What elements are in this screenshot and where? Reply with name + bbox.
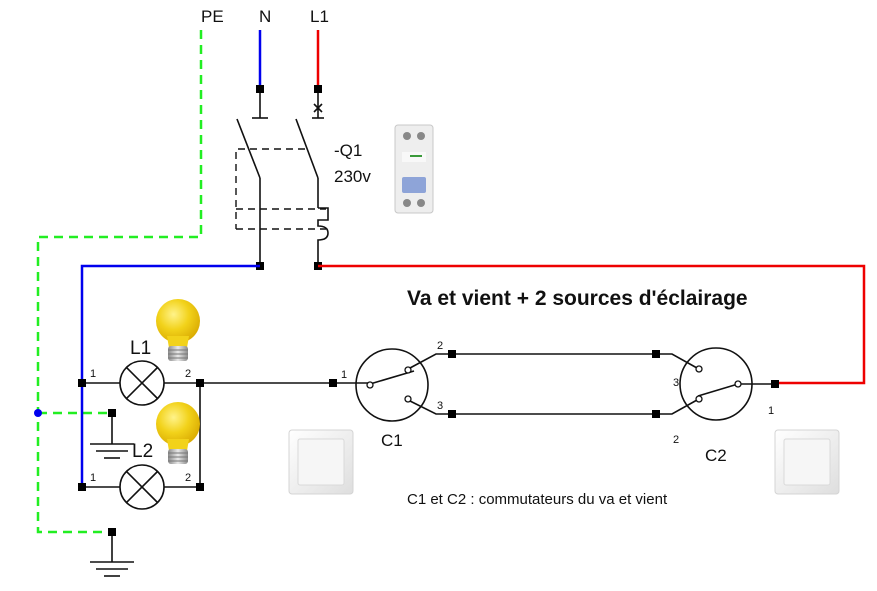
neutral-distribution (80, 264, 260, 487)
c2-terminal-2: 2 (673, 434, 679, 446)
pe-label: PE (201, 7, 224, 26)
c2-terminal-1: 1 (768, 405, 774, 417)
lamp-l1-symbol (78, 360, 204, 406)
switch-plate-c2 (774, 429, 840, 495)
switch-plate-c1 (288, 429, 354, 495)
lamp-l2-terminal-1: 1 (90, 472, 96, 484)
lamp-l1-terminal-1: 1 (90, 368, 96, 380)
earth-conductor (36, 30, 203, 534)
earth-symbol-main (90, 528, 134, 577)
switch-c2-symbol (652, 347, 779, 421)
c1-terminal-3: 3 (437, 400, 443, 412)
lamp-l1-terminal-2: 2 (185, 368, 191, 380)
lamp-l1-label: L1 (130, 338, 151, 359)
phase-distribution (318, 264, 866, 385)
c2-terminal-3: 3 (673, 377, 679, 389)
breaker-name: -Q1 (334, 141, 362, 160)
lamp-l2-label: L2 (132, 441, 153, 462)
lamp-l2-terminal-2: 2 (185, 472, 191, 484)
bulb-icon (156, 299, 200, 361)
phase-label: L1 (310, 7, 329, 26)
bulb-icon (156, 402, 200, 464)
c1-terminal-1: 1 (341, 369, 347, 381)
diagram-title: Va et vient + 2 sources d'éclairage (407, 287, 748, 310)
diagram-caption: C1 et C2 : commutateurs du va et vient (407, 491, 668, 508)
earth-symbol-lamps (90, 409, 134, 459)
breaker-rating: 230v (334, 167, 371, 186)
breaker-q1-symbol (235, 85, 329, 270)
switch-c1-symbol (329, 348, 456, 422)
lamp-l2-symbol (78, 387, 204, 510)
neutral-label: N (259, 7, 271, 26)
c1-terminal-2: 2 (437, 340, 443, 352)
switch-c2-label: C2 (705, 446, 727, 465)
breaker-photo (394, 124, 434, 214)
switch-c1-label: C1 (381, 431, 403, 450)
earth-junction (34, 409, 42, 417)
